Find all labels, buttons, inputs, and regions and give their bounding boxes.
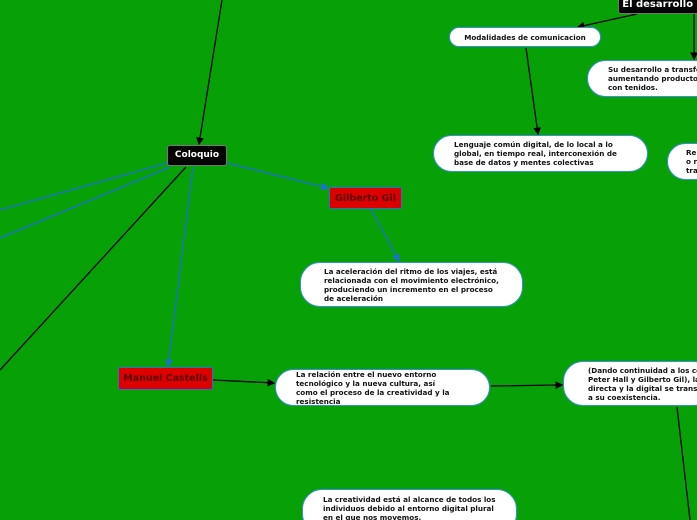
connector bbox=[370, 208, 400, 263]
connector bbox=[0, 166, 187, 371]
node-su-desarrollo[interactable]: Su desarrollo a transfo aumentando produ… bbox=[587, 60, 697, 97]
node-label: Gilberto Gil bbox=[335, 192, 396, 204]
connector bbox=[576, 13, 638, 30]
connector bbox=[196, 0, 223, 146]
connector bbox=[164, 166, 194, 368]
node-label: (Dando continuidad a los co Peter Hall y… bbox=[588, 365, 697, 402]
node-relacion[interactable]: La relación entre el nuevo entorno tecno… bbox=[275, 369, 490, 406]
node-manuel-castells[interactable]: Manuel Castells bbox=[118, 367, 213, 390]
node-label: Coloquio bbox=[174, 150, 220, 160]
node-label: Lenguaje común digital, de lo local a lo… bbox=[454, 140, 617, 167]
connector bbox=[212, 378, 276, 387]
node-gilberto-gil[interactable]: Gilberto Gil bbox=[329, 187, 402, 209]
connector bbox=[676, 406, 691, 520]
node-label: Re o r tra bbox=[686, 148, 697, 175]
node-desarrollo[interactable]: El desarrollo d bbox=[618, 0, 697, 14]
node-label: La aceleración del ritmo de los viajes, … bbox=[324, 266, 499, 303]
node-creatividad[interactable]: La creatividad está al alcance de todos … bbox=[302, 489, 517, 520]
node-label: Modalidades de comunicacion bbox=[464, 32, 586, 42]
node-coloquio[interactable]: Coloquio bbox=[167, 145, 227, 166]
node-dando[interactable]: (Dando continuidad a los co Peter Hall y… bbox=[563, 361, 697, 406]
node-lenguaje[interactable]: Lenguaje común digital, de lo local a lo… bbox=[433, 135, 648, 172]
connector bbox=[490, 381, 564, 389]
node-aceleracion[interactable]: La aceleración del ritmo de los viajes, … bbox=[300, 262, 523, 307]
connector bbox=[525, 47, 541, 136]
connector bbox=[0, 166, 171, 239]
node-label: La relación entre el nuevo entorno tecno… bbox=[296, 369, 450, 406]
connector bbox=[0, 162, 168, 211]
node-modalidades[interactable]: Modalidades de comunicacion bbox=[449, 27, 601, 47]
node-label: Su desarrollo a transfo aumentando produ… bbox=[608, 65, 697, 92]
node-label: El desarrollo d bbox=[622, 0, 697, 10]
node-label: La creatividad está al alcance de todos … bbox=[323, 495, 496, 520]
node-re[interactable]: Re o r tra bbox=[667, 143, 697, 180]
connector bbox=[226, 162, 330, 191]
node-label: Manuel Castells bbox=[123, 373, 208, 384]
